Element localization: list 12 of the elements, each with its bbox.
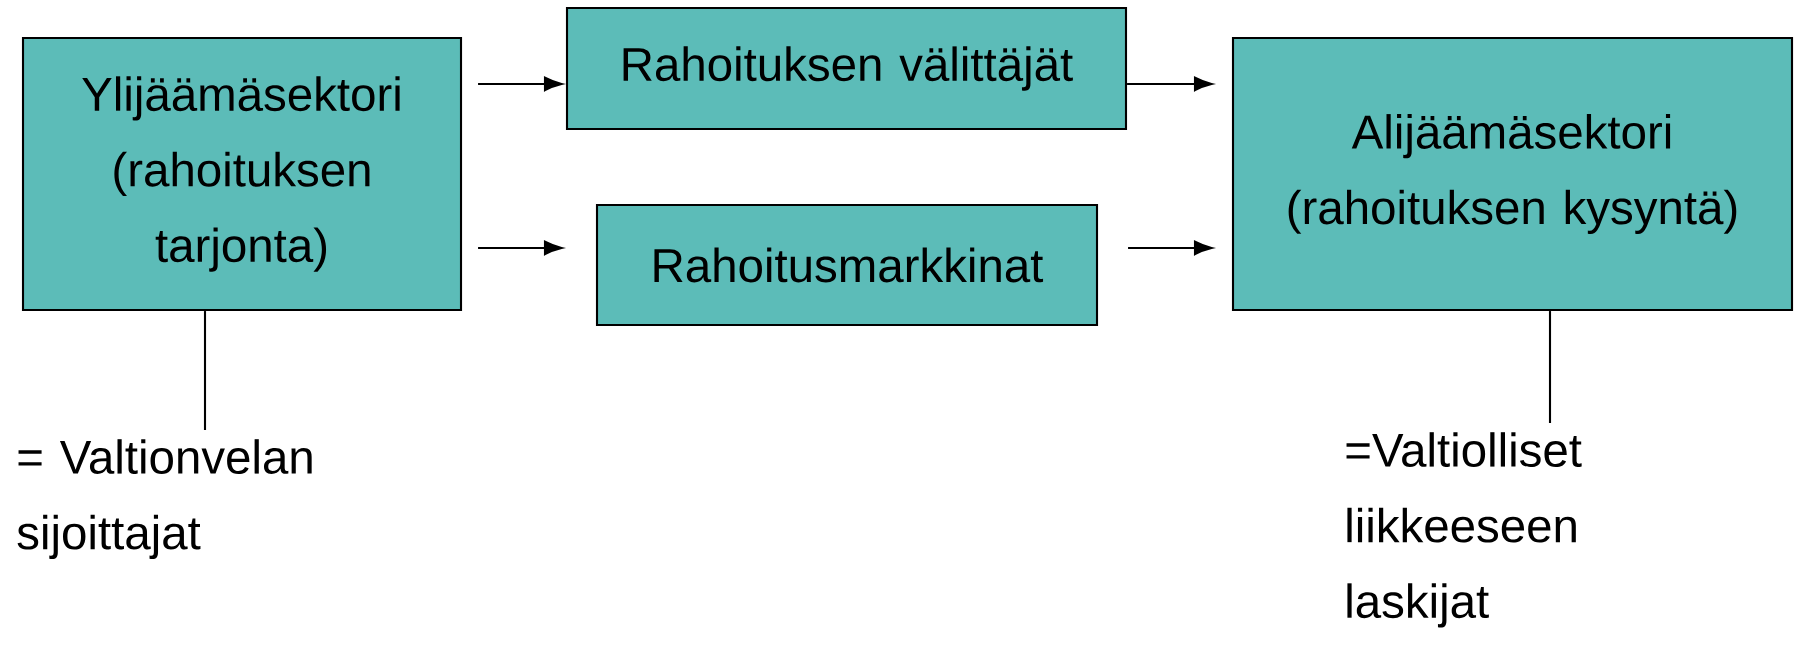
- process-box: Rahoitusmarkkinat: [595, 203, 1099, 327]
- arrow: [478, 240, 563, 256]
- arrow: [1128, 240, 1213, 256]
- note-text: =Valtiolliset liikkeeseen laskijat: [1346, 432, 1582, 628]
- process-box: Ylijäämäsektori (rahoituksen tarjonta): [21, 36, 463, 312]
- process-box: Alijäämäsektori (rahoituksen kysyntä): [1231, 36, 1794, 312]
- process-box: Rahoituksen välittäjät: [565, 6, 1128, 131]
- connector-line: [203, 311, 207, 430]
- arrow: [478, 76, 563, 92]
- arrow: [1127, 76, 1213, 92]
- note-text: = Valtionvelan sijoittajat: [17, 439, 312, 559]
- connector-line: [1548, 311, 1552, 423]
